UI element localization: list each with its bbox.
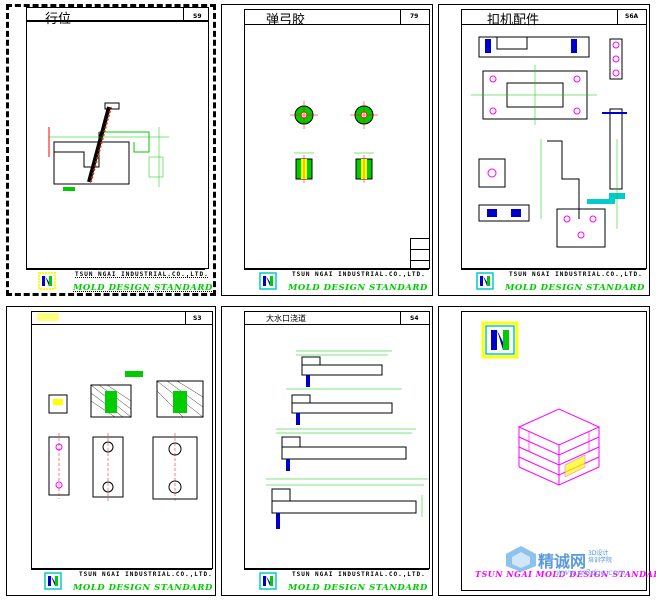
sheet-4-standard: MOLD DESIGN STANDARD bbox=[73, 583, 213, 593]
sheet-3-frame bbox=[461, 9, 647, 269]
sheet-6: TSUN NGAI MOLD DESIGN STANDARD bbox=[438, 306, 656, 596]
sheet-1-logo bbox=[38, 272, 56, 290]
sheet-2-standard: MOLD DESIGN STANDARD bbox=[288, 283, 428, 293]
sheet-5-frame bbox=[244, 311, 430, 569]
sheet-1-titleblock-top bbox=[26, 269, 205, 270]
sheet-2: 弹弓胶 79 TSUN NGAI INDUSTRIAL.CO.,LTD. MOL… bbox=[221, 4, 433, 296]
sheet-2-frame bbox=[244, 9, 430, 269]
sheet-1: 行位 S9 TSUN NGAI INDUSTRIAL.CO.,LTD. MOLD… bbox=[6, 4, 216, 296]
sheet-2-drawing bbox=[290, 101, 378, 183]
sheet-6-standard: TSUN NGAI MOLD DESIGN STANDARD bbox=[475, 569, 656, 579]
sheet-4-frame bbox=[31, 311, 213, 569]
sheet-3-titleblock-top bbox=[461, 269, 646, 270]
sheet-3-title: 扣机配件 bbox=[487, 13, 540, 28]
sheet-4-company: TSUN NGAI INDUSTRIAL.CO.,LTD. bbox=[79, 571, 213, 578]
sheet-5-logo bbox=[259, 572, 277, 590]
sheet-3-drawing bbox=[471, 36, 627, 248]
sheet-3: 扣机配件 S6A bbox=[438, 4, 650, 296]
sheet-2-title-line bbox=[244, 24, 429, 25]
sheet-5-standard: MOLD DESIGN STANDARD bbox=[288, 583, 428, 593]
sheet-6-mold-isometric bbox=[517, 408, 601, 486]
watermark-icon bbox=[506, 546, 536, 572]
sheet-4-title-highlight bbox=[37, 313, 59, 321]
sheet-5-page-divider bbox=[400, 311, 401, 324]
sheet-5-title: 大水口浇道 bbox=[266, 314, 306, 323]
sheet-1-drawing bbox=[48, 102, 169, 191]
sheet-2-page-divider bbox=[400, 9, 401, 24]
sheet-3-page-divider bbox=[617, 9, 618, 24]
sheet-6-cover-logo bbox=[481, 321, 519, 359]
sheet-1-page-number: S9 bbox=[193, 13, 202, 20]
sheet-4-page-number: S3 bbox=[193, 315, 202, 322]
sheet-4: S3 TSUN NGAI INDUSTRIAL.CO.,LTD. MOLD DE… bbox=[6, 306, 216, 596]
sheet-3-standard: MOLD DESIGN STANDARD bbox=[505, 283, 645, 293]
watermark-url: www.cr8dug.com bbox=[556, 568, 626, 577]
sheet-3-logo bbox=[476, 272, 494, 290]
sheet-5-titleblock-top bbox=[244, 569, 429, 570]
sheet-4-page-divider bbox=[185, 311, 186, 324]
watermark-tag: 3D设计 培训学院 bbox=[588, 550, 613, 564]
sheet-4-drawing bbox=[48, 371, 204, 503]
sheet-5-page-number: S4 bbox=[410, 315, 419, 322]
sheet-1-standard: MOLD DESIGN STANDARD bbox=[73, 283, 213, 293]
sheet-5-company: TSUN NGAI INDUSTRIAL.CO.,LTD. bbox=[292, 571, 426, 578]
sheet-3-company: TSUN NGAI INDUSTRIAL.CO.,LTD. bbox=[509, 271, 643, 278]
watermark-brand: 精诚网 bbox=[538, 552, 587, 571]
sheet-6-frame bbox=[461, 311, 647, 591]
sheet-1-page-box bbox=[183, 7, 210, 21]
sheet-1-frame bbox=[26, 21, 209, 269]
sheet-4-logo bbox=[44, 572, 62, 590]
sheet-2-logo bbox=[259, 272, 277, 290]
sheet-5-title-line bbox=[244, 324, 429, 325]
sheet-2-revision-table bbox=[410, 238, 430, 269]
sheet-4-titleblock-top bbox=[31, 569, 212, 570]
sheet-2-page-number: 79 bbox=[410, 13, 419, 20]
sheet-1-title: 行位 bbox=[45, 12, 72, 27]
sheet-3-page-number: S6A bbox=[625, 13, 639, 20]
sheet-2-company: TSUN NGAI INDUSTRIAL.CO.,LTD. bbox=[292, 271, 426, 278]
sheet-5-drawing bbox=[266, 350, 428, 529]
sheet-1-title-box bbox=[26, 7, 209, 21]
sheet-2-titleblock-top bbox=[244, 269, 429, 270]
sheet-1-company: TSUN NGAI INDUSTRIAL.CO.,LTD. bbox=[75, 271, 209, 278]
sheet-3-title-line bbox=[461, 24, 646, 25]
sheet-2-title: 弹弓胶 bbox=[266, 13, 306, 28]
sheet-4-title-line bbox=[31, 324, 212, 325]
sheet-5: 大水口浇道 S4 TSUN NGAI INDUSTRIAL.CO.,LTD. M… bbox=[221, 306, 433, 596]
